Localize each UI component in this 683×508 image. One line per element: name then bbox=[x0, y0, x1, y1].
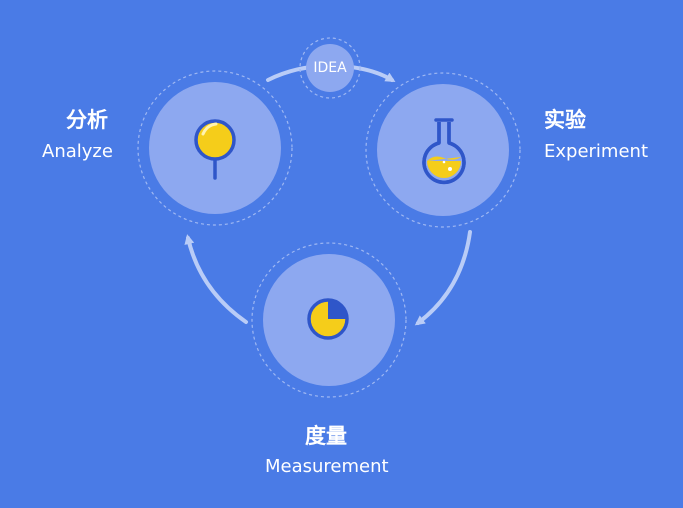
experiment-title: 实验 bbox=[544, 108, 586, 132]
measurement-subtitle: Measurement bbox=[265, 456, 389, 477]
idea-bubble bbox=[299, 37, 361, 99]
node-measurement bbox=[251, 242, 407, 398]
analyze-title: 分析 bbox=[66, 108, 108, 132]
node-experiment bbox=[365, 72, 521, 228]
flask-icon bbox=[422, 118, 466, 185]
arrow-measurement-to-analyze bbox=[184, 234, 248, 324]
analyze-subtitle: Analyze bbox=[42, 141, 113, 162]
pie-chart-icon bbox=[307, 298, 349, 340]
magnifier-pin-icon bbox=[194, 119, 236, 180]
node-analyze bbox=[137, 70, 293, 226]
experiment-subtitle: Experiment bbox=[544, 141, 649, 162]
measurement-title: 度量 bbox=[305, 424, 347, 448]
idea-label: IDEA bbox=[313, 60, 347, 76]
arrow-experiment-to-measurement bbox=[414, 230, 472, 326]
